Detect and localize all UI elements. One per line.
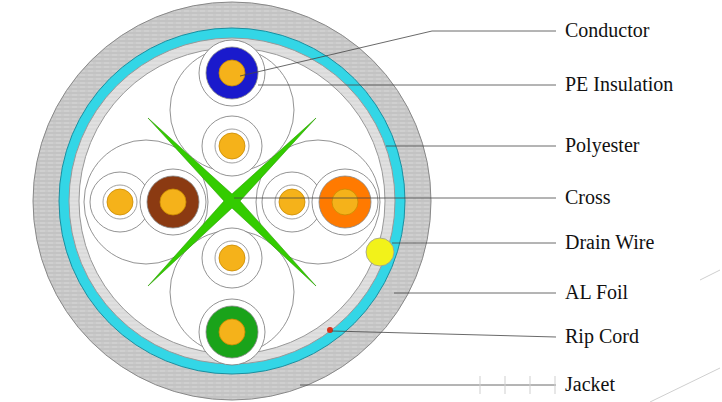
- part-label: Drain Wire: [565, 231, 654, 253]
- polyester: [69, 38, 395, 364]
- part-label: Jacket: [565, 373, 615, 395]
- insulation: [103, 47, 371, 358]
- part-label: AL Foil: [565, 281, 628, 303]
- al-foil: [59, 28, 405, 374]
- faint-marks: [480, 270, 720, 402]
- conductors: [107, 60, 358, 345]
- part-label: Conductor: [565, 19, 649, 41]
- part-label: Cross: [565, 186, 611, 208]
- part-label: Rip Cord: [565, 325, 639, 347]
- leader-lines: [234, 31, 556, 385]
- jacket: [33, 2, 431, 400]
- part-label: Polyester: [565, 134, 639, 156]
- drain-wire: [366, 238, 394, 266]
- rip-cord: [327, 327, 333, 333]
- pair-outlines: [84, 40, 380, 365]
- cross-filler: [148, 118, 316, 286]
- part-label: PE Insulation: [565, 73, 673, 95]
